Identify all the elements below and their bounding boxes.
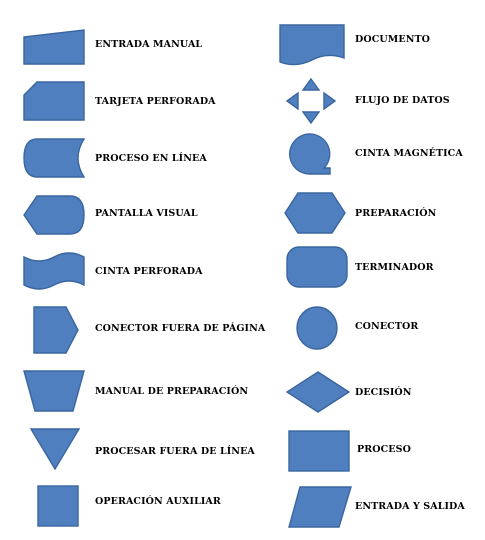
document-shape [279,24,345,68]
punched-card-shape [23,81,85,121]
process-label: PROCESO [357,444,411,455]
input-output-label: ENTRADA Y SALIDA [355,501,465,512]
terminator-label: TERMINADOR [355,262,434,273]
auxiliary-operation-shape [37,485,79,527]
data-flow-label: FLUJO DE DATOS [355,95,450,106]
visual-display-shape [23,195,85,235]
input-output-shape [288,486,352,528]
punched-tape-shape [23,250,85,292]
online-process-label: PROCESO EN LÍNEA [95,153,207,164]
preparation-shape [284,192,346,234]
connector-shape [296,306,338,350]
manual-input-label: ENTRADA MANUAL [95,39,203,50]
magnetic-tape-label: CINTA MAGNÉTICA [355,148,463,159]
online-process-shape [23,138,86,178]
visual-display-label: PANTALLA VISUAL [95,208,198,219]
document-label: DOCUMENTO [355,34,431,45]
punched-card-label: TARJETA PERFORADA [95,96,216,107]
connector-label: CONECTOR [355,321,419,332]
terminator-shape [286,246,348,288]
manual-input-shape [23,29,85,65]
preparation-label: PREPARACIÓN [355,208,437,219]
offline-process-label: PROCESAR FUERA DE LÍNEA [95,446,255,457]
data-flow-shape [285,77,337,125]
off-page-connector-shape [33,306,79,354]
process-shape [288,430,350,472]
manual-operation-label: MANUAL DE PREPARACIÓN [95,386,249,397]
off-page-connector-label: CONECTOR FUERA DE PÁGINA [95,323,266,334]
decision-shape [285,371,351,413]
manual-operation-shape [23,370,85,412]
auxiliary-operation-label: OPERACIÓN AUXILIAR [95,496,221,507]
punched-tape-label: CINTA PERFORADA [95,266,203,277]
decision-label: DECISIÓN [355,387,412,398]
magnetic-tape-shape [288,133,332,175]
offline-process-shape [29,428,81,471]
